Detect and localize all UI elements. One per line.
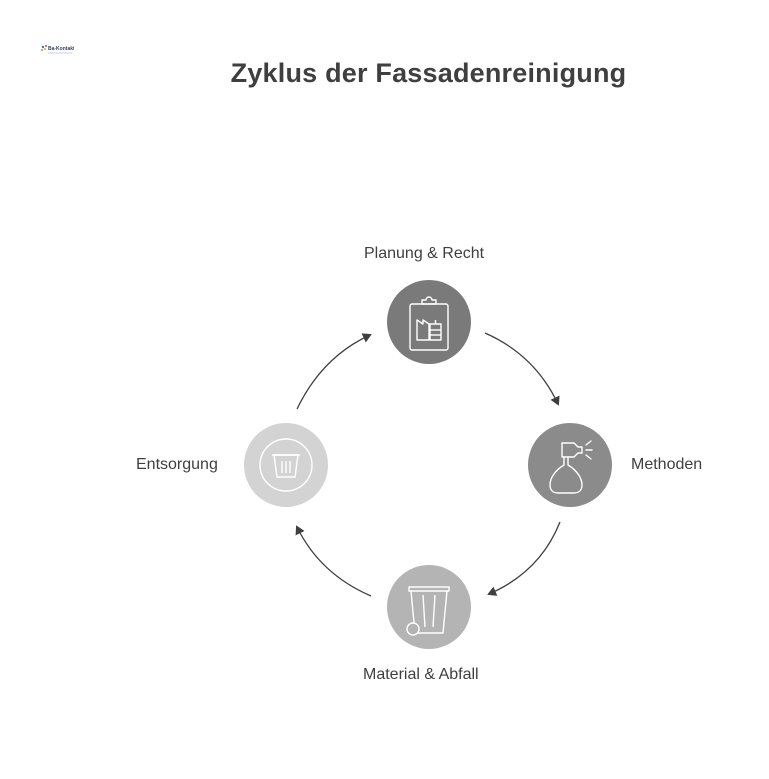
arrow-entsorgung-to-planung	[296, 333, 372, 410]
arrow-methoden-to-material	[487, 521, 561, 596]
clipboard-icon	[409, 296, 449, 351]
node-label-material: Material & Abfall	[363, 666, 479, 683]
arrow-planung-to-methoden	[484, 332, 560, 406]
node-methoden	[528, 423, 612, 507]
svg-text:Ba-Kontakt.de: Ba-Kontakt.de	[48, 46, 74, 52]
node-label-methoden: Methoden	[631, 456, 703, 473]
node-label-planung: Planung & Recht	[364, 245, 485, 262]
node-planung	[387, 280, 471, 364]
diagram-title: Zyklus der Fassadenreinigung	[230, 58, 627, 88]
arrow-material-to-entsorgung	[295, 525, 372, 597]
node-material	[387, 565, 471, 649]
bucket-icon	[259, 438, 313, 492]
wheelie-bin-icon	[406, 586, 450, 636]
node-entsorgung	[244, 423, 328, 507]
spray-bottle-icon	[549, 440, 593, 494]
node-label-entsorgung: Entsorgung	[136, 456, 218, 473]
brand-logo: Ba-Kontakt.de	[40, 44, 82, 58]
